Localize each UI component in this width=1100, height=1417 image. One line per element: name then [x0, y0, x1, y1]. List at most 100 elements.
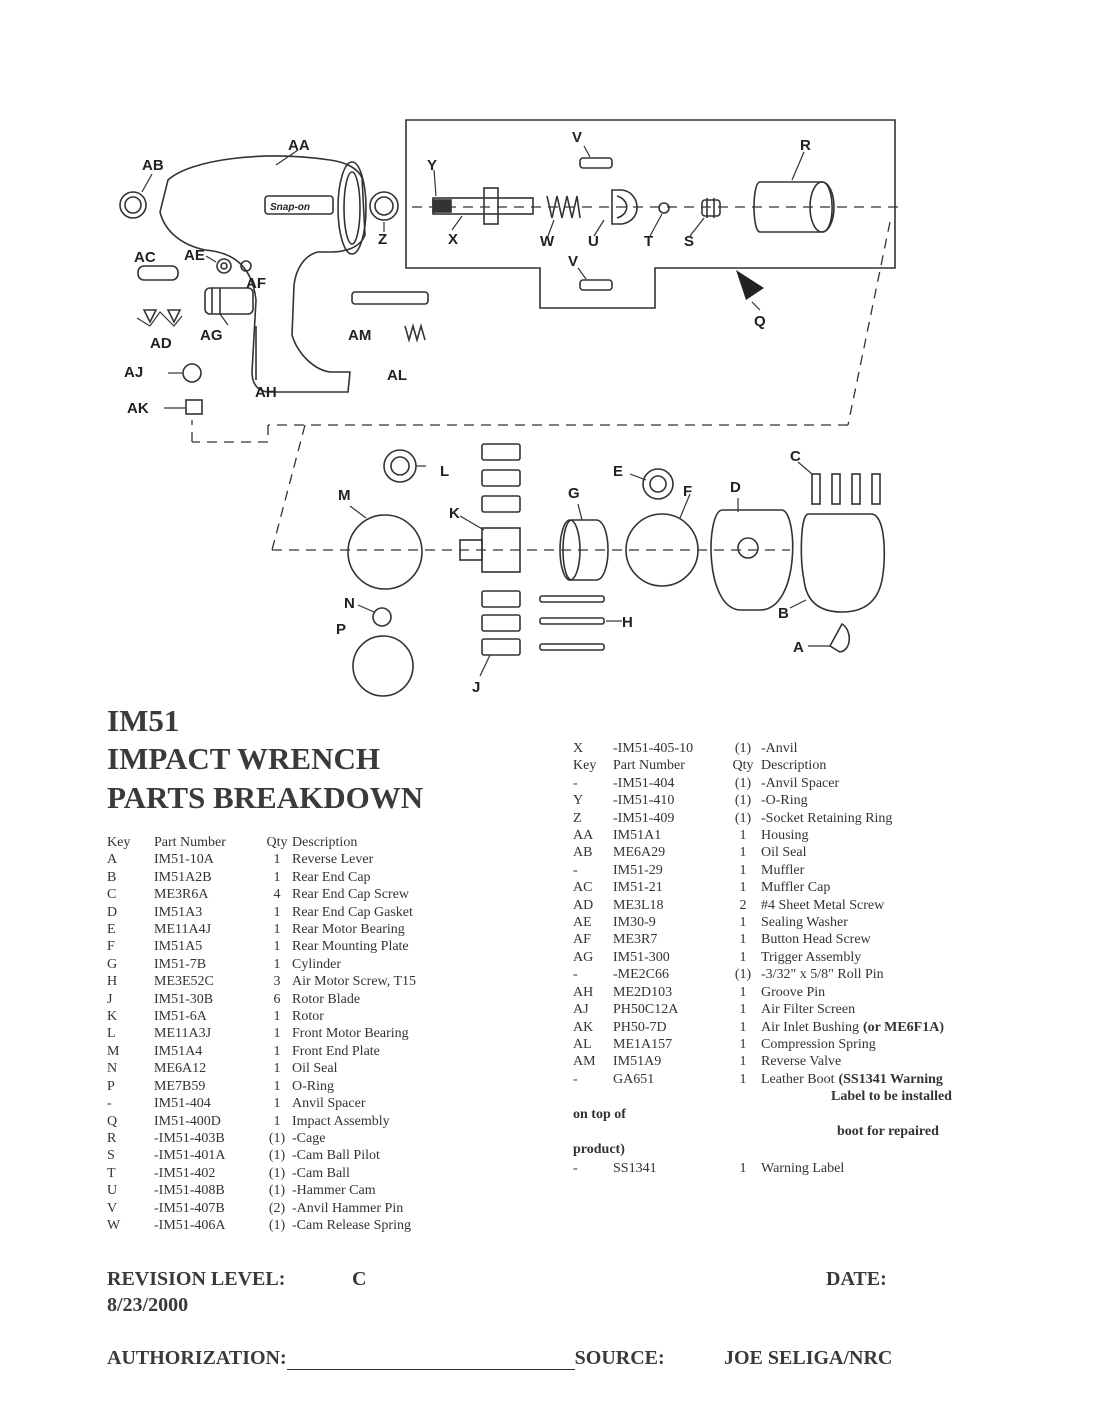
- cell-part-number-text: ME2D103: [613, 984, 673, 1000]
- cell-key: AL: [573, 1036, 613, 1053]
- cell-qty-text: 1: [739, 949, 747, 965]
- cell-description: Trigger Assembly: [761, 949, 944, 966]
- anvil-hammer-pin-v-bottom: [579, 279, 613, 291]
- cell-part-number-text: IM51-6A: [154, 1009, 207, 1025]
- cell-part-number: IM51-6A: [154, 1008, 262, 1025]
- trigger-assembly-ag: [204, 287, 254, 315]
- rotor-blade-j-1: [481, 443, 521, 461]
- cell-qty-text: 1: [739, 880, 747, 896]
- cell-description: Rear Motor Bearing: [292, 921, 416, 938]
- cell-description: Rotor Blade: [292, 991, 416, 1008]
- cell-key-text: P: [107, 1078, 115, 1094]
- button-head-screw-af: [240, 260, 252, 272]
- cell-qty: 1: [725, 1019, 761, 1036]
- cell-key-text: J: [107, 991, 113, 1007]
- cell-key: -: [573, 1071, 613, 1088]
- cell-qty: 1: [262, 1113, 292, 1130]
- cell-part-number-text: IM51A2B: [154, 869, 212, 885]
- label-q: Q: [754, 313, 766, 330]
- cell-key-text: K: [107, 1009, 118, 1025]
- cell-description: -Anvil Hammer Pin: [292, 1200, 416, 1217]
- cell-key-text: L: [107, 1026, 116, 1042]
- cell-key: AK: [573, 1019, 613, 1036]
- cell-qty: 1: [262, 1095, 292, 1112]
- cell-part-number: PH50-7D: [613, 1019, 725, 1036]
- cell-qty: 1: [725, 1071, 761, 1088]
- cell-description-text: Front Motor Bearing: [292, 1026, 409, 1042]
- label-t: T: [644, 233, 653, 250]
- cell-qty-text: 2: [739, 897, 747, 913]
- cell-qty: 1: [725, 1036, 761, 1053]
- cell-description: Anvil Spacer: [292, 1095, 416, 1112]
- cell-description: Rear End Cap Screw: [292, 886, 416, 903]
- cell-part-number-text: PH50C12A: [613, 1002, 679, 1018]
- cell-qty: (1): [262, 1147, 292, 1164]
- cell-qty: (2): [262, 1200, 292, 1217]
- cell-qty-text: 1: [273, 1061, 281, 1077]
- air-motor-screw-h-3: [539, 643, 605, 651]
- rotor-blade-j-2: [481, 469, 521, 487]
- cell-part-number-text: -IM51-408B: [154, 1183, 225, 1199]
- oil-seal-n: [372, 607, 392, 627]
- rear-end-cap-screw-c-2: [831, 473, 841, 505]
- cell-part-number-text: IM51-10A: [154, 852, 214, 868]
- cell-description: Air Inlet Bushing(or ME6F1A): [761, 1019, 944, 1036]
- rear-end-cap-screw-c-4: [871, 473, 881, 505]
- cell-qty: (1): [262, 1217, 292, 1234]
- label-b: B: [778, 605, 789, 622]
- table-row: U-IM51-408B(1)-Hammer Cam: [107, 1182, 416, 1199]
- authorization-signature-line: [286, 1351, 575, 1370]
- cell-key: X: [573, 741, 584, 756]
- cell-qty: 1: [739, 1161, 747, 1176]
- rotor-blade-j-5: [481, 614, 521, 632]
- label-ag: AG: [200, 327, 223, 344]
- cell-qty-text: (1): [268, 1148, 286, 1164]
- air-inlet-bushing-ak: [185, 399, 203, 415]
- rear-end-cap-screw-c-1: [811, 473, 821, 505]
- cell-description: Warning Label: [761, 1161, 845, 1176]
- table-header-row: Key Part Number Qty Description: [107, 834, 416, 851]
- cell-key: AC: [573, 879, 613, 896]
- cell-description-text: Cylinder: [292, 956, 341, 972]
- cell-description-text: -Cage: [292, 1130, 326, 1146]
- cell-qty: 1: [262, 1060, 292, 1077]
- cell-qty-text: (1): [734, 793, 752, 809]
- cell-key-text: B: [107, 869, 117, 885]
- cell-key: AG: [573, 949, 613, 966]
- table-row: Z-IM51-409(1)-Socket Retaining Ring: [573, 810, 944, 827]
- title-line-1: IMPACT WRENCH: [107, 741, 380, 776]
- cell-qty-text: 1: [273, 922, 281, 938]
- cell-qty-text: 1: [739, 1036, 747, 1052]
- cell-description-text: Button Head Screw: [761, 932, 871, 948]
- cell-key: Y: [573, 792, 613, 809]
- label-al: AL: [387, 367, 407, 384]
- cell-description: -Cage: [292, 1130, 416, 1147]
- cell-qty: 1: [725, 914, 761, 931]
- cell-part-number-text: IM51-21: [613, 880, 663, 896]
- cell-part-number: IM51A1: [613, 827, 725, 844]
- cell-part-number: -IM51-403B: [154, 1130, 262, 1147]
- cell-key: -: [573, 775, 613, 792]
- cell-description: Rear End Cap Gasket: [292, 904, 416, 921]
- cell-description: Front End Plate: [292, 1043, 416, 1060]
- cell-key: AA: [573, 827, 613, 844]
- cell-key: W: [107, 1217, 154, 1234]
- cell-key-text: -: [573, 775, 578, 791]
- cell-part-number: SS1341: [613, 1161, 657, 1176]
- cell-key: -: [573, 862, 613, 879]
- cell-part-number: ME3R7: [613, 931, 725, 948]
- cell-qty: 1: [725, 931, 761, 948]
- hammer-cam-u: [611, 189, 638, 225]
- cell-part-number: IM51A5: [154, 938, 262, 955]
- air-motor-screw-h-1: [539, 595, 605, 603]
- table-row: Y-IM51-410(1)-O-Ring: [573, 792, 944, 809]
- rear-end-cap-b: [800, 513, 886, 613]
- cell-key-text: AA: [573, 828, 594, 844]
